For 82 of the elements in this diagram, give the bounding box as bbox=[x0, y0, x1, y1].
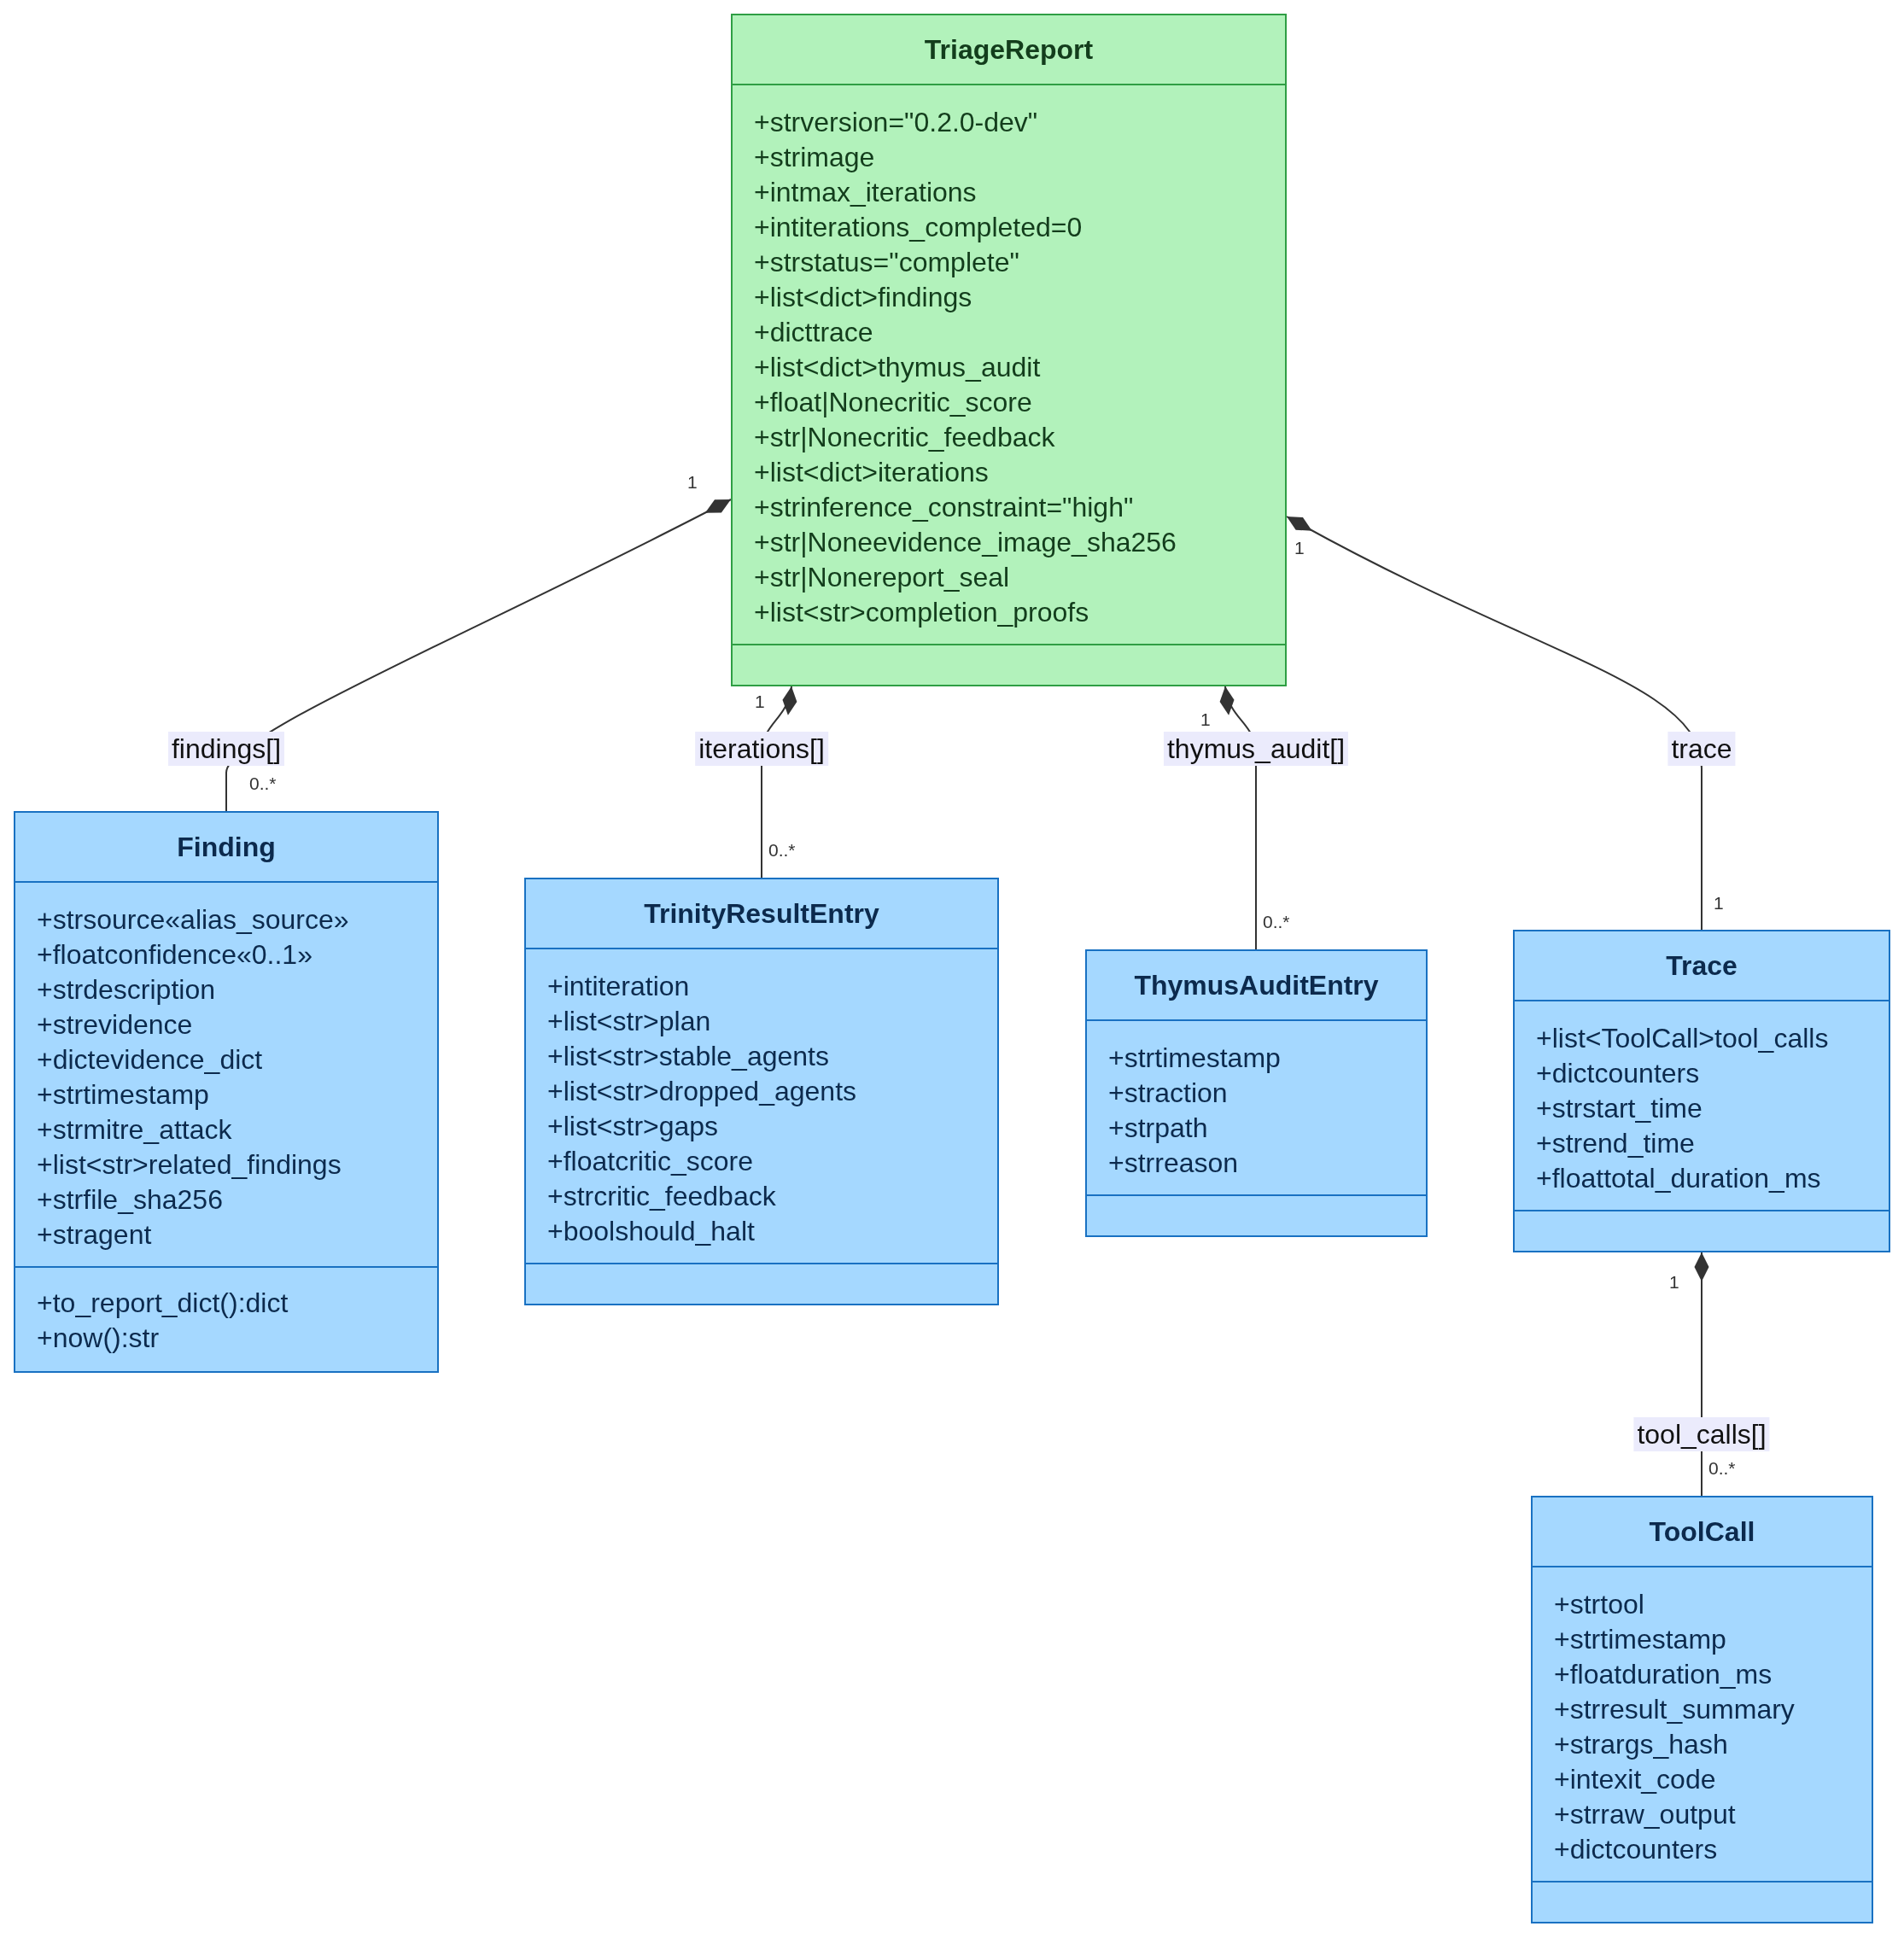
attribute-text: +floatduration_ms bbox=[1554, 1658, 1773, 1691]
attribute-text: +list<str>gaps bbox=[547, 1110, 719, 1143]
attribute-text: +dictevidence_dict bbox=[37, 1043, 263, 1077]
attribute-text: +strcritic_feedback bbox=[547, 1180, 776, 1213]
class-box bbox=[524, 878, 999, 1305]
attribute-text: +dictcounters bbox=[1554, 1833, 1718, 1866]
attribute-text: +strstatus="complete" bbox=[754, 246, 1019, 279]
multiplicity-label: 1 bbox=[687, 472, 698, 493]
composition-line bbox=[1220, 686, 1257, 950]
composition-line bbox=[225, 499, 732, 812]
class-box bbox=[1085, 949, 1428, 1237]
attribute-text: +strinference_constraint="high" bbox=[754, 491, 1134, 524]
attribute-text: +straction bbox=[1108, 1077, 1228, 1110]
attribute-text: +list<str>stable_agents bbox=[547, 1040, 829, 1073]
method-text: +now():str bbox=[37, 1322, 160, 1355]
edge-label: thymus_audit[] bbox=[1163, 732, 1349, 766]
attribute-text: +strend_time bbox=[1536, 1127, 1695, 1160]
multiplicity-label: 0..* bbox=[249, 773, 277, 794]
attribute-text: +intiteration bbox=[547, 970, 690, 1003]
multiplicity-label: 1 bbox=[755, 692, 765, 712]
attribute-text: +str|Nonereport_seal bbox=[754, 561, 1010, 594]
edge-label: tool_calls[] bbox=[1633, 1417, 1770, 1451]
composition-line bbox=[1286, 516, 1703, 931]
attribute-text: +strpath bbox=[1108, 1112, 1208, 1145]
attribute-text: +strresult_summary bbox=[1554, 1693, 1795, 1726]
attribute-text: +strsource«alias_source» bbox=[37, 903, 349, 937]
attribute-text: +list<dict>findings bbox=[754, 281, 972, 314]
class-box bbox=[1513, 930, 1890, 1252]
attribute-text: +strtimestamp bbox=[1554, 1623, 1726, 1656]
attribute-text: +stragent bbox=[37, 1218, 152, 1252]
class-name: TrinityResultEntry bbox=[644, 897, 879, 931]
multiplicity-label: 0..* bbox=[1708, 1458, 1736, 1479]
attribute-text: +dicttrace bbox=[754, 316, 873, 349]
attribute-text: +strstart_time bbox=[1536, 1092, 1703, 1125]
attribute-text: +strdescription bbox=[37, 973, 215, 1007]
class-name: Trace bbox=[1666, 949, 1738, 983]
attribute-text: +floatcritic_score bbox=[547, 1145, 753, 1178]
attribute-text: +list<str>related_findings bbox=[37, 1148, 342, 1182]
attribute-text: +intmax_iterations bbox=[754, 176, 977, 209]
attribute-text: +list<str>dropped_agents bbox=[547, 1075, 857, 1108]
attribute-text: +float|Nonecritic_score bbox=[754, 386, 1032, 419]
attribute-text: +strimage bbox=[754, 141, 875, 174]
attribute-text: +strtimestamp bbox=[1108, 1042, 1281, 1075]
multiplicity-label: 1 bbox=[1714, 893, 1724, 914]
multiplicity-label: 0..* bbox=[1263, 912, 1290, 932]
attribute-text: +str|Nonecritic_feedback bbox=[754, 421, 1055, 454]
method-text: +to_report_dict():dict bbox=[37, 1287, 289, 1320]
attribute-text: +strversion="0.2.0-dev" bbox=[754, 106, 1038, 139]
multiplicity-label: 1 bbox=[1200, 709, 1211, 730]
attribute-text: +strevidence bbox=[37, 1008, 193, 1042]
attribute-text: +floatconfidence«0..1» bbox=[37, 938, 312, 972]
attribute-text: +list<str>plan bbox=[547, 1005, 711, 1038]
attribute-text: +list<ToolCall>tool_calls bbox=[1536, 1022, 1829, 1055]
class-name: Finding bbox=[177, 831, 276, 864]
attribute-text: +strargs_hash bbox=[1554, 1728, 1728, 1761]
multiplicity-label: 1 bbox=[1669, 1272, 1679, 1293]
attribute-text: +list<dict>thymus_audit bbox=[754, 351, 1041, 384]
attribute-text: +list<str>completion_proofs bbox=[754, 596, 1089, 629]
multiplicity-label: 0..* bbox=[768, 840, 796, 861]
edge-label: iterations[] bbox=[695, 732, 828, 766]
attribute-text: +intiterations_completed=0 bbox=[754, 211, 1083, 244]
attribute-text: +strreason bbox=[1108, 1147, 1239, 1180]
attribute-text: +strfile_sha256 bbox=[37, 1183, 223, 1217]
attribute-text: +strraw_output bbox=[1554, 1798, 1736, 1831]
attribute-text: +intexit_code bbox=[1554, 1763, 1716, 1796]
attribute-text: +floattotal_duration_ms bbox=[1536, 1162, 1821, 1195]
class-box bbox=[14, 811, 439, 1373]
attribute-text: +list<dict>iterations bbox=[754, 456, 989, 489]
class-name: TriageReport bbox=[924, 33, 1094, 67]
edge-label: trace bbox=[1667, 732, 1736, 766]
class-box bbox=[1531, 1496, 1873, 1923]
attribute-text: +boolshould_halt bbox=[547, 1215, 755, 1248]
edge-label: findings[] bbox=[167, 732, 285, 766]
attribute-text: +strmitre_attack bbox=[37, 1113, 232, 1147]
attribute-text: +strtool bbox=[1554, 1588, 1644, 1621]
class-box bbox=[731, 14, 1287, 686]
attribute-text: +strtimestamp bbox=[37, 1078, 209, 1112]
class-name: ThymusAuditEntry bbox=[1134, 969, 1379, 1002]
attribute-text: +str|Noneevidence_image_sha256 bbox=[754, 526, 1177, 559]
multiplicity-label: 1 bbox=[1294, 538, 1305, 558]
attribute-text: +dictcounters bbox=[1536, 1057, 1700, 1090]
class-name: ToolCall bbox=[1649, 1515, 1755, 1549]
